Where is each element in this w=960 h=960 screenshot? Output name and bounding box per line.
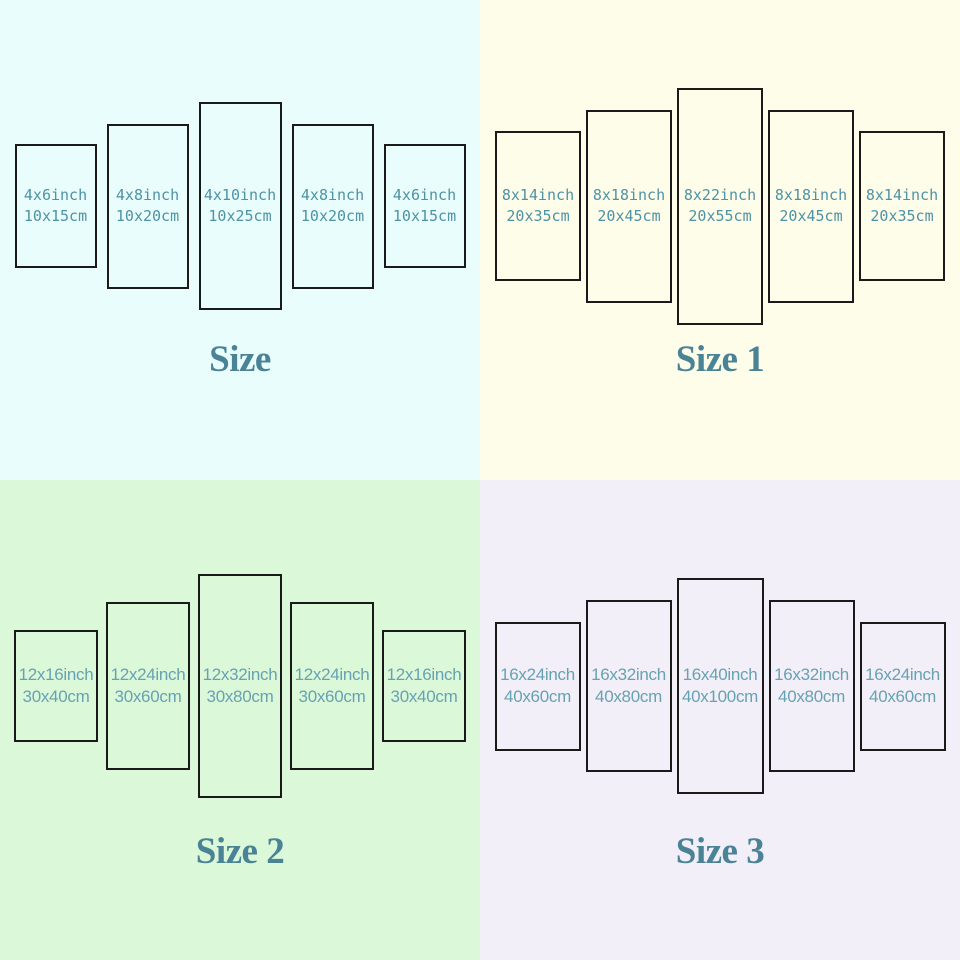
- panel-inch-label: 12x16inch: [386, 665, 462, 684]
- panel-inch-label: 12x24inch: [294, 665, 370, 684]
- panel-cm-label: 10x20cm: [115, 207, 180, 225]
- section-title: Size 2: [195, 831, 285, 872]
- panel-cm-label: 20x55cm: [688, 207, 752, 225]
- section-title: Size 3: [675, 831, 765, 872]
- canvas-panel-3: 8x22inch 20x55cm: [677, 87, 763, 325]
- canvas-panel-1: 8x14inch 20x35cm: [495, 131, 581, 281]
- canvas-panel-5: 16x24inch 40x60cm: [859, 621, 946, 751]
- panel-inch-label: 8x18inch: [774, 186, 848, 204]
- size-chart-section-size-2: 12x16inch 30x40cm 12x24inch 30x60cm 12x3…: [0, 480, 480, 960]
- panel-inch-label: 16x32inch: [591, 665, 666, 684]
- panel-cm-label: 40x80cm: [595, 687, 662, 706]
- panel-cm-label: 30x80cm: [206, 687, 274, 706]
- panel-inch-label: 16x40inch: [682, 665, 758, 684]
- canvas-panel-5: 12x16inch 30x40cm: [382, 630, 466, 742]
- panel-cm-label: 30x40cm: [22, 687, 90, 706]
- panel-cm-label: 10x20cm: [300, 207, 365, 225]
- panel-inch-label: 4x6inch: [392, 186, 457, 204]
- section-title: Size: [209, 339, 271, 380]
- size-chart-section-size-1: 8x14inch 20x35cm 8x18inch 20x45cm 8x22in…: [480, 0, 960, 480]
- panel-cm-label: 30x60cm: [114, 687, 182, 706]
- canvas-panel-2: 4x8inch 10x20cm: [106, 123, 189, 289]
- canvas-panel-4: 16x32inch 40x80cm: [768, 600, 855, 772]
- panel-inch-label: 4x6inch: [23, 186, 88, 204]
- canvas-panel-1: 4x6inch 10x15cm: [14, 144, 97, 268]
- panel-inch-label: 16x24inch: [865, 665, 940, 684]
- panel-inch-label: 16x24inch: [500, 665, 575, 684]
- panel-cm-label: 20x45cm: [597, 207, 661, 225]
- panel-inch-label: 12x24inch: [110, 665, 186, 684]
- canvas-panel-5: 4x6inch 10x15cm: [383, 144, 466, 268]
- panel-inch-label: 8x14inch: [865, 186, 939, 204]
- canvas-panel-1: 16x24inch 40x60cm: [494, 621, 581, 751]
- panel-cm-label: 10x15cm: [23, 207, 88, 225]
- panel-inch-label: 4x10inch: [203, 186, 277, 204]
- canvas-panel-2: 16x32inch 40x80cm: [585, 600, 672, 772]
- canvas-panel-3: 16x40inch 40x100cm: [676, 578, 764, 794]
- canvas-panel-3: 4x10inch 10x25cm: [198, 102, 282, 310]
- panel-cm-label: 40x100cm: [681, 687, 759, 706]
- panel-cm-label: 20x35cm: [506, 207, 570, 225]
- panel-cm-label: 10x15cm: [392, 207, 457, 225]
- panel-inch-label: 12x32inch: [202, 665, 278, 684]
- canvas-panel-5: 8x14inch 20x35cm: [859, 131, 945, 281]
- panel-cm-label: 40x80cm: [778, 687, 845, 706]
- panel-cm-label: 20x35cm: [870, 207, 934, 225]
- panel-inch-label: 8x18inch: [592, 186, 666, 204]
- panel-group: 12x16inch 30x40cm 12x24inch 30x60cm 12x3…: [0, 480, 480, 892]
- panel-cm-label: 40x60cm: [869, 687, 936, 706]
- panel-cm-label: 30x60cm: [298, 687, 366, 706]
- panel-cm-label: 10x25cm: [208, 207, 272, 225]
- canvas-panel-4: 8x18inch 20x45cm: [768, 109, 854, 303]
- panel-cm-label: 40x60cm: [504, 687, 571, 706]
- canvas-panel-4: 4x8inch 10x20cm: [291, 123, 374, 289]
- section-title: Size 1: [675, 339, 765, 380]
- size-chart-section-size: 4x6inch 10x15cm 4x8inch 10x20cm 4x10inch…: [0, 0, 480, 480]
- panel-inch-label: 12x16inch: [18, 665, 94, 684]
- size-chart-section-size-3: 16x24inch 40x60cm 16x32inch 40x80cm 16x4…: [480, 480, 960, 960]
- panel-inch-label: 4x8inch: [115, 186, 180, 204]
- panel-group: 16x24inch 40x60cm 16x32inch 40x80cm 16x4…: [480, 480, 960, 892]
- panel-group: 4x6inch 10x15cm 4x8inch 10x20cm 4x10inch…: [0, 0, 480, 412]
- canvas-panel-4: 12x24inch 30x60cm: [290, 602, 374, 770]
- canvas-panel-3: 12x32inch 30x80cm: [198, 574, 282, 798]
- panel-cm-label: 30x40cm: [390, 687, 458, 706]
- panel-inch-label: 16x32inch: [774, 665, 849, 684]
- canvas-panel-1: 12x16inch 30x40cm: [14, 630, 98, 742]
- panel-inch-label: 8x14inch: [501, 186, 575, 204]
- panel-inch-label: 4x8inch: [300, 186, 365, 204]
- canvas-panel-2: 12x24inch 30x60cm: [106, 602, 190, 770]
- panel-group: 8x14inch 20x35cm 8x18inch 20x45cm 8x22in…: [480, 0, 960, 412]
- panel-inch-label: 8x22inch: [683, 186, 757, 204]
- canvas-panel-2: 8x18inch 20x45cm: [586, 109, 672, 303]
- panel-cm-label: 20x45cm: [779, 207, 843, 225]
